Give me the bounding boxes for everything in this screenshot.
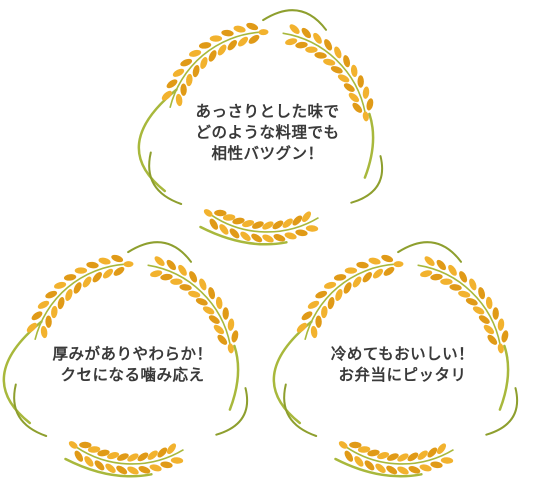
wreath-caption-left: 厚みがありやわらか！ クセになる噛み応え bbox=[0, 344, 265, 386]
caption-line: 相性バツグン！ bbox=[211, 144, 324, 162]
wreath-badge-right: 冷めてもおいしい！ お弁当にピッタリ bbox=[270, 232, 535, 497]
wreath-caption-right: 冷めてもおいしい！ お弁当にピッタリ bbox=[270, 344, 535, 386]
rice-wreath-icon bbox=[137, 9, 384, 246]
caption-line: 冷めてもおいしい！ bbox=[330, 344, 475, 363]
caption-line: どのような料理でも bbox=[195, 123, 340, 141]
wreath-caption-top: あっさりとした味で どのような料理でも 相性バツグン！ bbox=[135, 101, 400, 164]
wreath-badge-top: あっさりとした味で どのような料理でも 相性バツグン！ bbox=[135, 0, 400, 265]
wreath-badge-left: 厚みがありやわらか！ クセになる噛み応え bbox=[0, 232, 265, 497]
caption-line: あっさりとした味で bbox=[195, 102, 340, 120]
caption-line: クセになる噛み応え bbox=[60, 365, 205, 384]
rice-wreath-icon bbox=[272, 241, 519, 478]
caption-line: 厚みがありやわらか！ bbox=[52, 344, 213, 363]
caption-line: お弁当にピッタリ bbox=[338, 365, 467, 384]
rice-wreath-icon bbox=[2, 241, 249, 478]
